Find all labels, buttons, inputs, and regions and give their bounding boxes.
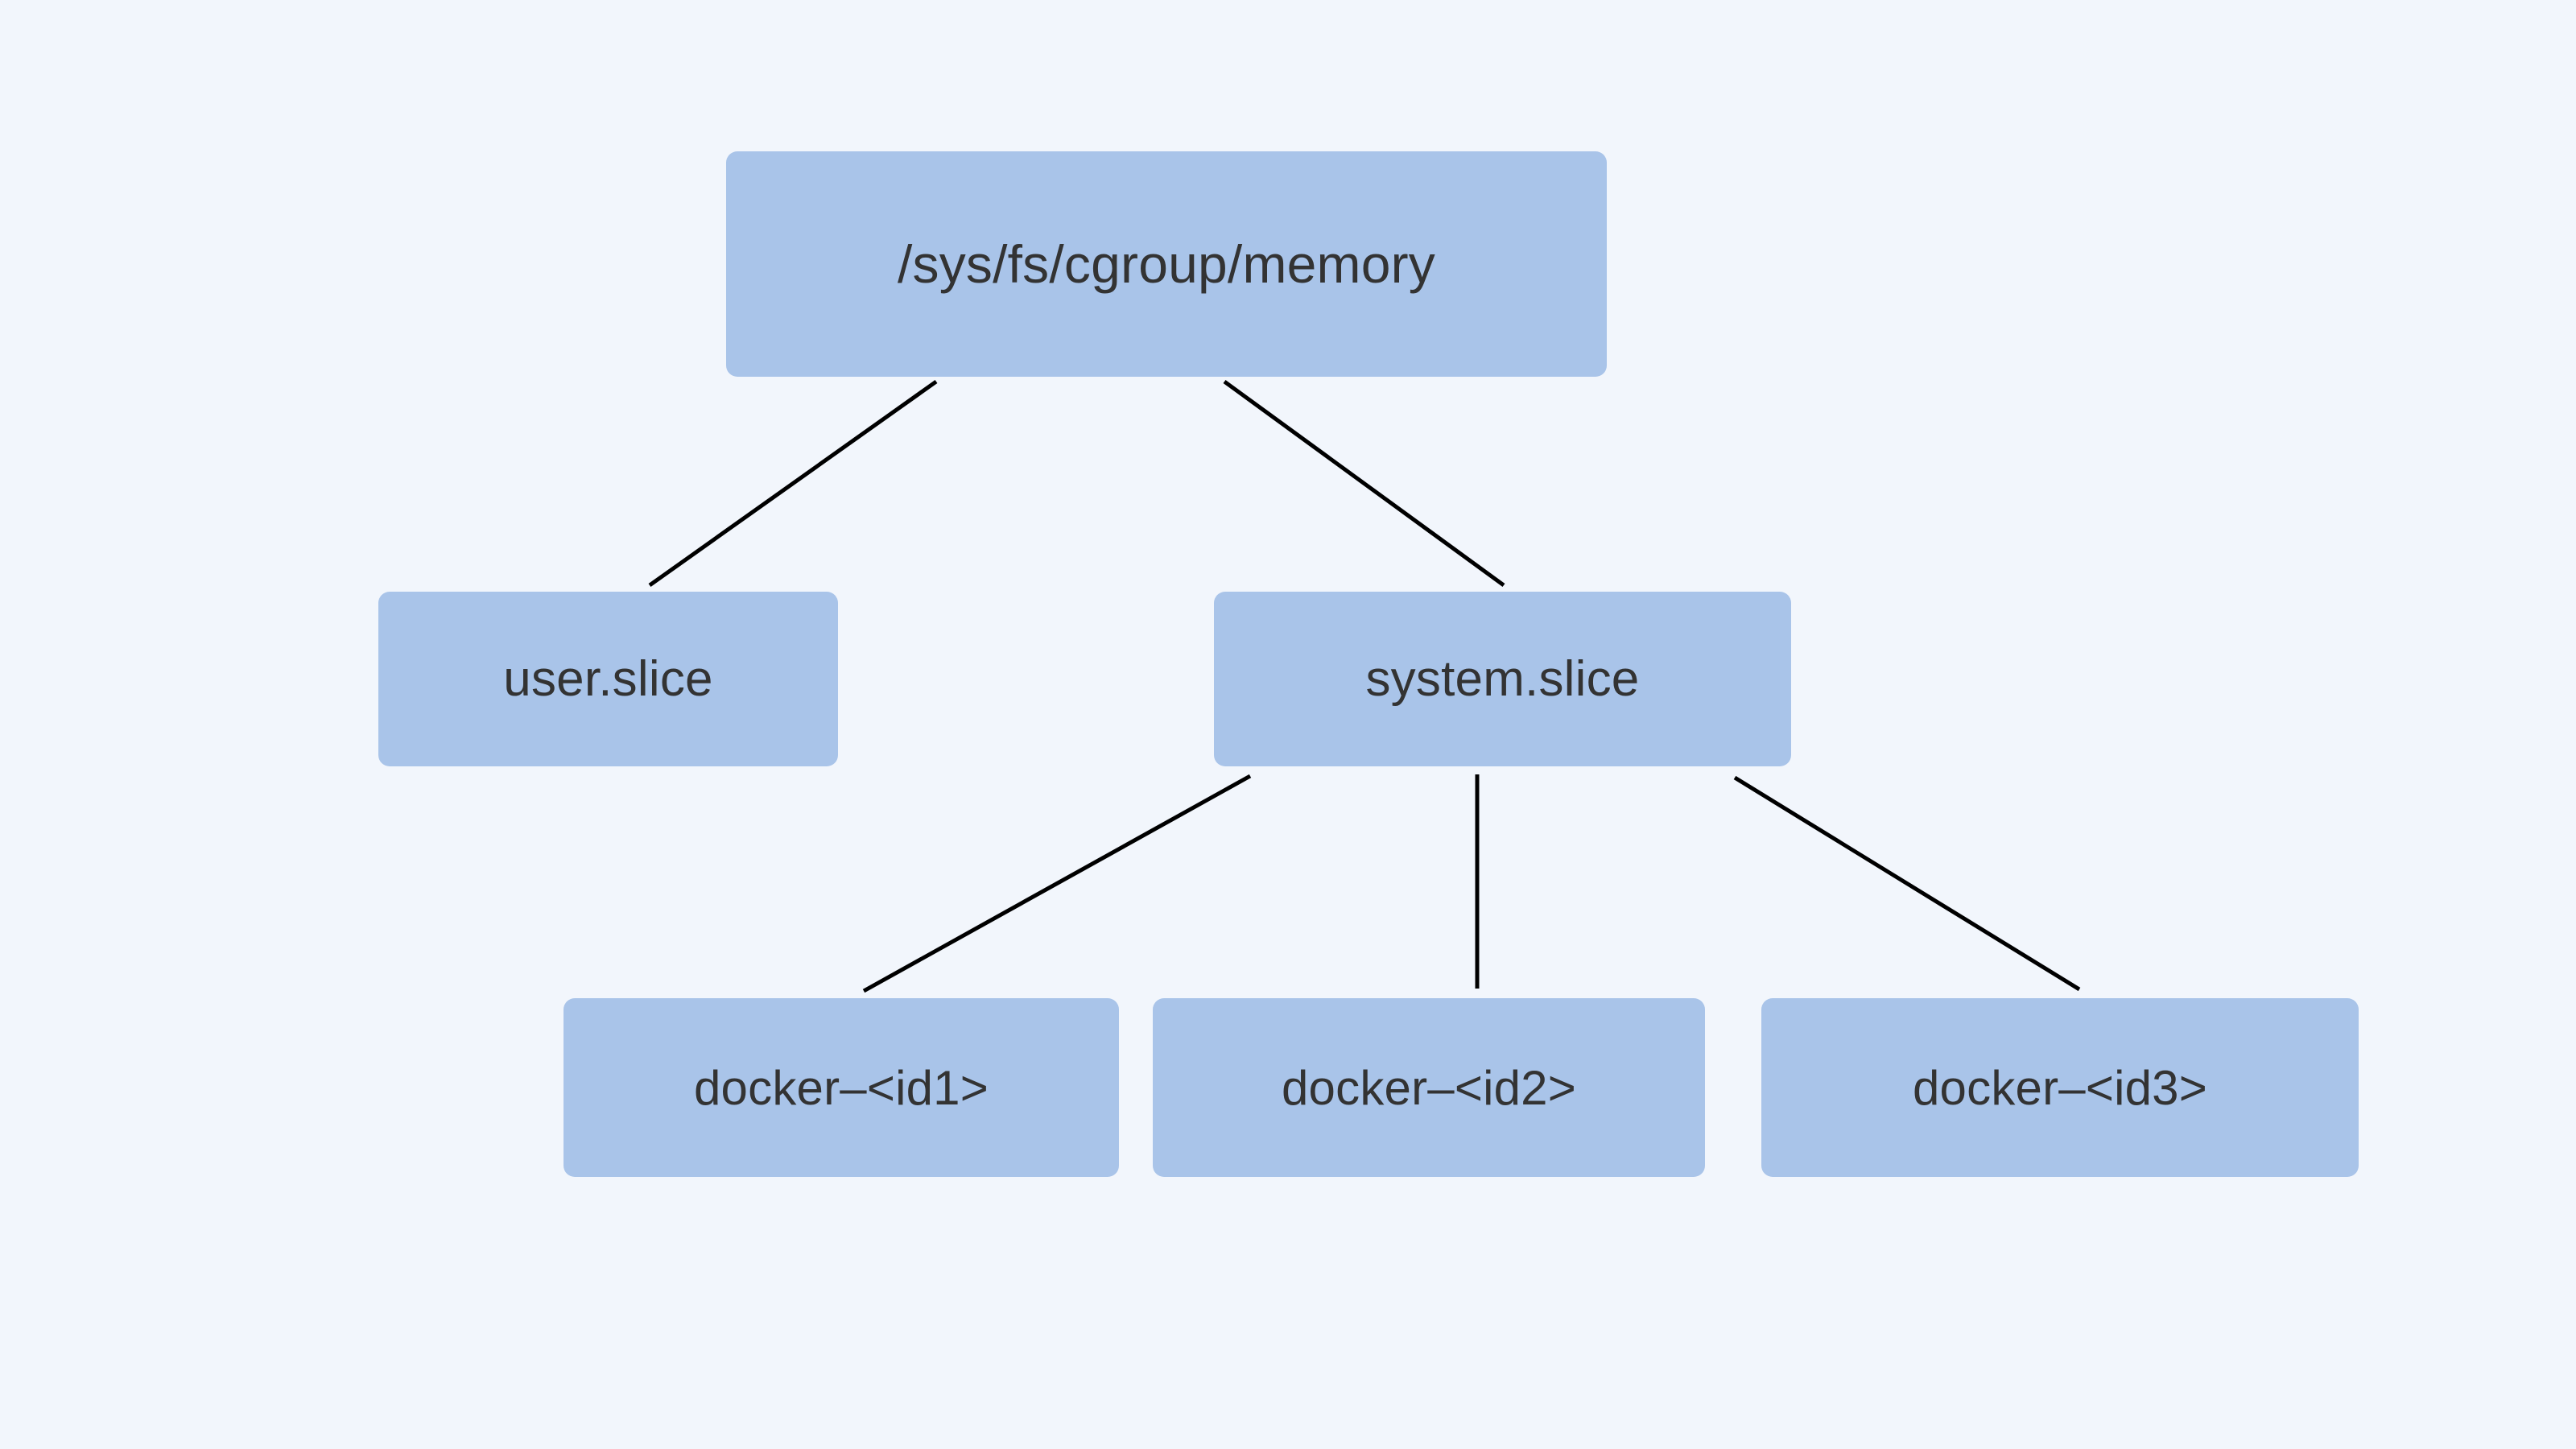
node-label: system.slice bbox=[1365, 651, 1640, 707]
node-cgroup-memory-root[interactable]: /sys/fs/cgroup/memory bbox=[726, 151, 1607, 377]
edge-system-slice-to-docker-1 bbox=[862, 774, 1252, 993]
edge-root-to-system-slice bbox=[1223, 379, 1505, 588]
node-docker-id3[interactable]: docker–<id3> bbox=[1761, 998, 2359, 1177]
node-label: docker–<id1> bbox=[693, 1060, 989, 1115]
node-label: docker–<id3> bbox=[1912, 1060, 2207, 1115]
node-system-slice[interactable]: system.slice bbox=[1214, 592, 1791, 766]
edge-root-to-user-slice bbox=[648, 379, 938, 588]
node-label: user.slice bbox=[503, 651, 713, 707]
node-docker-id2[interactable]: docker–<id2> bbox=[1153, 998, 1705, 1177]
node-label: docker–<id2> bbox=[1281, 1060, 1576, 1115]
node-label: /sys/fs/cgroup/memory bbox=[897, 234, 1436, 294]
node-docker-id1[interactable]: docker–<id1> bbox=[564, 998, 1119, 1177]
node-user-slice[interactable]: user.slice bbox=[378, 592, 838, 766]
edge-system-slice-to-docker-3 bbox=[1733, 775, 2081, 992]
